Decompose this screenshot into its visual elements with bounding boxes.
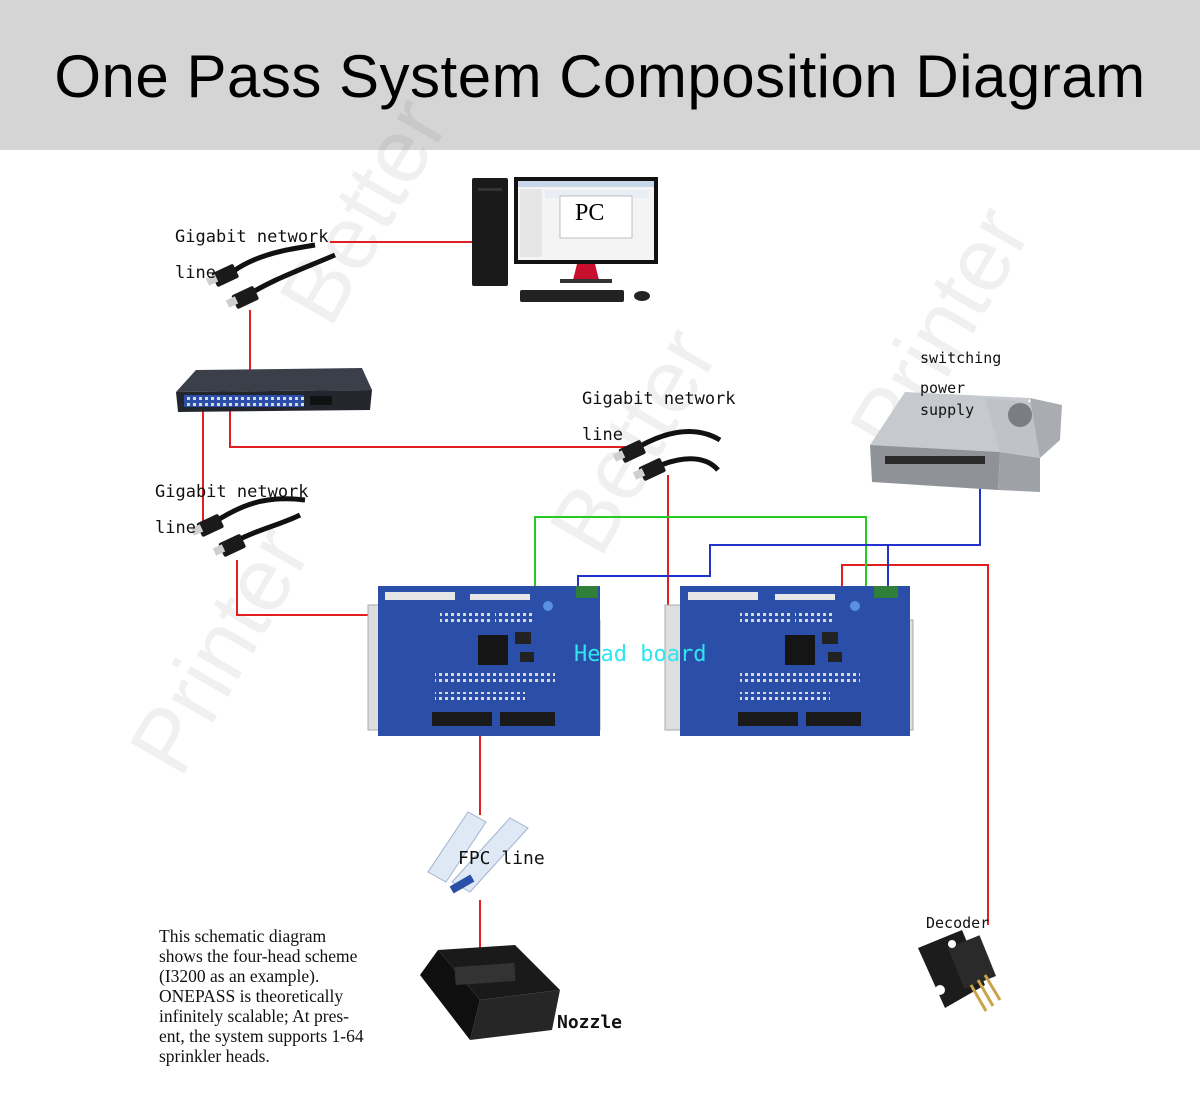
network-line-top-label: Gigabit network line	[175, 227, 329, 283]
network-switch-icon	[176, 368, 372, 412]
diagram-title: One Pass System Composition Diagram	[54, 43, 1146, 110]
network-line-top-label-line1: Gigabit network	[175, 227, 329, 247]
note-line: ONEPASS is theoretically	[159, 986, 344, 1006]
data-line-green	[534, 516, 867, 592]
power-supply-label: switching power supply	[920, 349, 1001, 419]
note-line: (I3200 as an example).	[159, 966, 320, 986]
network-cable-top-icon	[205, 242, 336, 309]
network-line-left-label-line1: Gigabit network	[155, 482, 309, 502]
head-board-right-icon	[664, 586, 914, 736]
decoder-icon	[918, 930, 1002, 1012]
fpc-line-label: FPC line	[458, 848, 545, 869]
power-supply-label-line3: supply	[920, 401, 975, 419]
pc-icon	[472, 177, 658, 302]
network-cable-mid-icon	[612, 428, 722, 481]
network-cable-left-icon	[190, 496, 306, 557]
power-supply-icon	[870, 392, 1062, 492]
network-line-left-label: Gigabit network line	[155, 482, 309, 538]
head-board-left-icon	[367, 586, 601, 736]
pc-label: PC	[575, 200, 605, 226]
decoder-label: Decoder	[926, 914, 990, 932]
scheme-note: This schematic diagram shows the four-he…	[159, 926, 409, 1066]
power-lines-blue	[577, 488, 981, 592]
note-line: This schematic diagram	[159, 926, 327, 946]
nozzle-label: Nozzle	[557, 1012, 623, 1033]
note-line: sprinkler heads.	[159, 1046, 270, 1066]
fpc-line-icon	[427, 811, 529, 894]
network-line-mid-label-line2: line	[582, 425, 623, 445]
nozzle-icon	[420, 945, 560, 1040]
network-line-top-label-line2: line	[175, 263, 216, 283]
network-cables	[202, 241, 989, 955]
network-line-mid-label-line1: Gigabit network	[582, 389, 736, 409]
title-bar	[0, 0, 1200, 150]
head-board-label: Head board	[574, 642, 707, 667]
note-line: ent, the system supports 1-64	[159, 1026, 364, 1046]
network-line-left-label-line2: line	[155, 518, 196, 538]
power-supply-label-line1: switching	[920, 349, 1002, 367]
note-line: shows the four-head scheme	[159, 946, 358, 966]
power-supply-label-line2: power	[920, 379, 966, 397]
note-line: infinitely scalable; At pres-	[159, 1006, 350, 1026]
network-line-mid-label: Gigabit network line	[582, 389, 736, 445]
svg-text:Better: Better	[261, 82, 468, 340]
